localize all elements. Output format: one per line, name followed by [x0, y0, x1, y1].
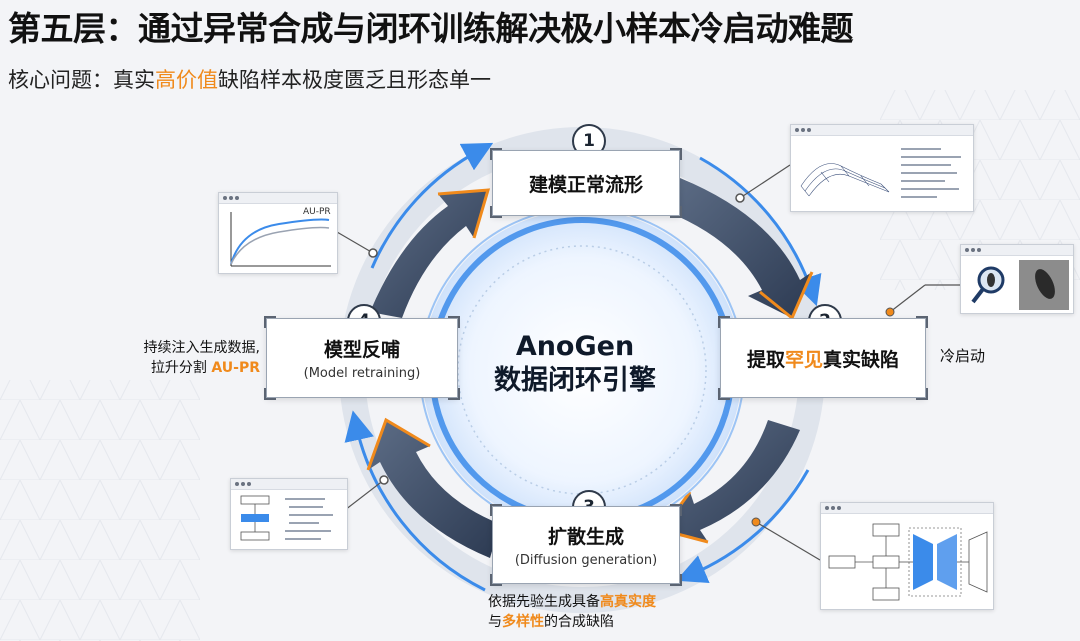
- step-2-title-highlight: 罕见: [784, 348, 823, 371]
- training-code-thumbnail: [230, 478, 348, 550]
- cold-start-note: 冷启动: [940, 347, 986, 365]
- curve-chart-icon: [230, 212, 331, 267]
- arrow-accent-3: [366, 417, 431, 471]
- aupr-curve-thumbnail: AU-PR: [218, 192, 338, 274]
- blue-guide-arc-left: [344, 410, 486, 592]
- blue-guide-arc-top: [370, 142, 494, 269]
- subtitle-highlight: 高价值: [155, 68, 218, 92]
- network-diagram-icon: [828, 523, 988, 601]
- center-line-2: 数据闭环引擎: [494, 365, 656, 396]
- defect-zoom-thumbnail: [960, 244, 1074, 314]
- center-engine-title: AnoGen 数据闭环引擎: [455, 330, 695, 398]
- blue-guide-arc-bottom: [676, 469, 810, 584]
- inner-dashed-ring: [457, 245, 707, 495]
- step-4-subtitle: (Model retraining): [303, 366, 421, 381]
- left-note-line-1: 持续注入生成数据,: [143, 340, 260, 356]
- arrow-1-to-2: [668, 178, 812, 318]
- inner-glow-ring: [422, 210, 742, 530]
- arrow-3-to-4: [368, 420, 500, 558]
- magnifier-icon: [971, 260, 1069, 310]
- flowchart-icon: [240, 495, 333, 541]
- step-2-box: 提取罕见真实缺陷: [718, 316, 928, 400]
- step-1-box: 建模正常流形: [490, 148, 682, 218]
- center-line-1: AnoGen: [515, 331, 635, 362]
- bottom-note-line-2: 与多样性的合成缺陷: [488, 614, 614, 630]
- aupr-highlight: AU-PR: [211, 360, 260, 376]
- subtitle-prefix: 核心问题：真实: [8, 68, 155, 92]
- surface-plot-icon: [800, 148, 961, 198]
- left-note: 持续注入生成数据, 拉升分割 AU-PR: [118, 338, 260, 378]
- left-note-line-2: 拉升分割 AU-PR: [150, 360, 260, 376]
- blue-guide-arc-right: [699, 156, 822, 307]
- connectors: [336, 164, 960, 561]
- step-3-subtitle: (Diffusion generation): [514, 553, 658, 568]
- aupr-curve-label: AU-PR: [303, 207, 331, 217]
- bottom-note-line-1: 依据先验生成具备高真实度: [488, 594, 656, 610]
- step-4-title: 模型反哺: [323, 339, 400, 361]
- page-title: 第五层：通过异常合成与闭环训练解决极小样本冷启动难题: [8, 9, 854, 48]
- step-3-box: 扩散生成 (Diffusion generation): [490, 504, 682, 586]
- arrow-accent-4: [437, 188, 491, 239]
- arrow-2-to-3: [662, 420, 800, 542]
- step-3-title: 扩散生成: [547, 526, 624, 548]
- subtitle-suffix: 缺陷样本极度匮乏且形态单一: [218, 68, 491, 92]
- manifold-thumbnail: [790, 124, 974, 212]
- arrow-4-to-1: [370, 190, 488, 318]
- page-subtitle: 核心问题：真实高价值缺陷样本极度匮乏且形态单一: [8, 64, 491, 94]
- bottom-note: 依据先验生成具备高真实度 与多样性的合成缺陷: [488, 592, 656, 632]
- cycle-arrows: [366, 178, 814, 558]
- diffusion-architecture-thumbnail: [820, 502, 994, 610]
- step-1-title: 建模正常流形: [528, 173, 643, 196]
- step-4-box: 模型反哺 (Model retraining): [264, 316, 460, 400]
- step-2-title: 提取罕见真实缺陷: [746, 348, 900, 371]
